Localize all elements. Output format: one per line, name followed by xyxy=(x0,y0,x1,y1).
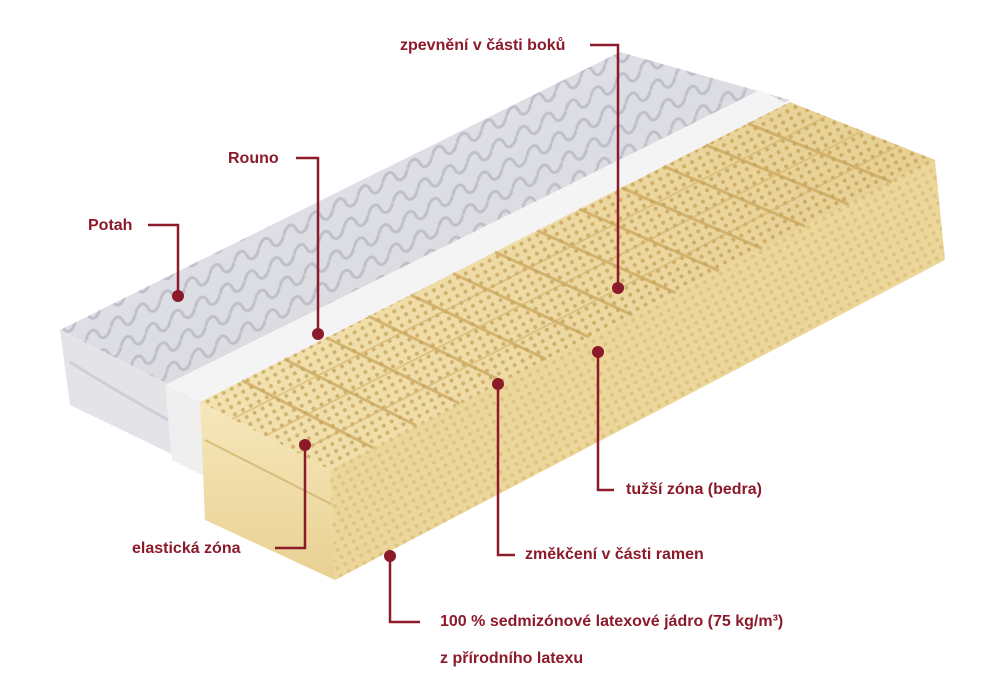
label-core-line1: 100 % sedmizónové latexové jádro (75 kg/… xyxy=(440,613,784,630)
elastic-zone-dot xyxy=(299,439,311,451)
fleece-layer xyxy=(165,90,790,478)
shoulder-dot xyxy=(492,378,504,390)
channel-groove xyxy=(264,130,863,437)
hip-zone-dot xyxy=(592,346,604,358)
label-hip-reinforcement: zpevnění v části boků xyxy=(400,37,566,54)
cover-dot xyxy=(172,290,184,302)
label-shoulder-softening: změkčení v části ramen xyxy=(525,546,704,563)
label-hip-zone: tužší zóna (bedra) xyxy=(626,481,763,498)
fleece-dot xyxy=(312,328,324,340)
label-fleece: Rouno xyxy=(228,150,279,167)
cover-layer xyxy=(60,52,790,470)
label-cover: Potah xyxy=(88,217,133,234)
label-elastic-zone: elastická zóna xyxy=(132,540,241,557)
core-dot xyxy=(384,550,396,562)
label-core-line2: z přírodního latexu xyxy=(440,650,584,667)
channel-groove xyxy=(232,115,827,420)
zone-grooves xyxy=(232,115,900,454)
channel-groove xyxy=(297,144,900,454)
leader-lines xyxy=(148,43,620,624)
hip-reinforcement-dot xyxy=(612,282,624,294)
callout-dots xyxy=(172,282,624,562)
